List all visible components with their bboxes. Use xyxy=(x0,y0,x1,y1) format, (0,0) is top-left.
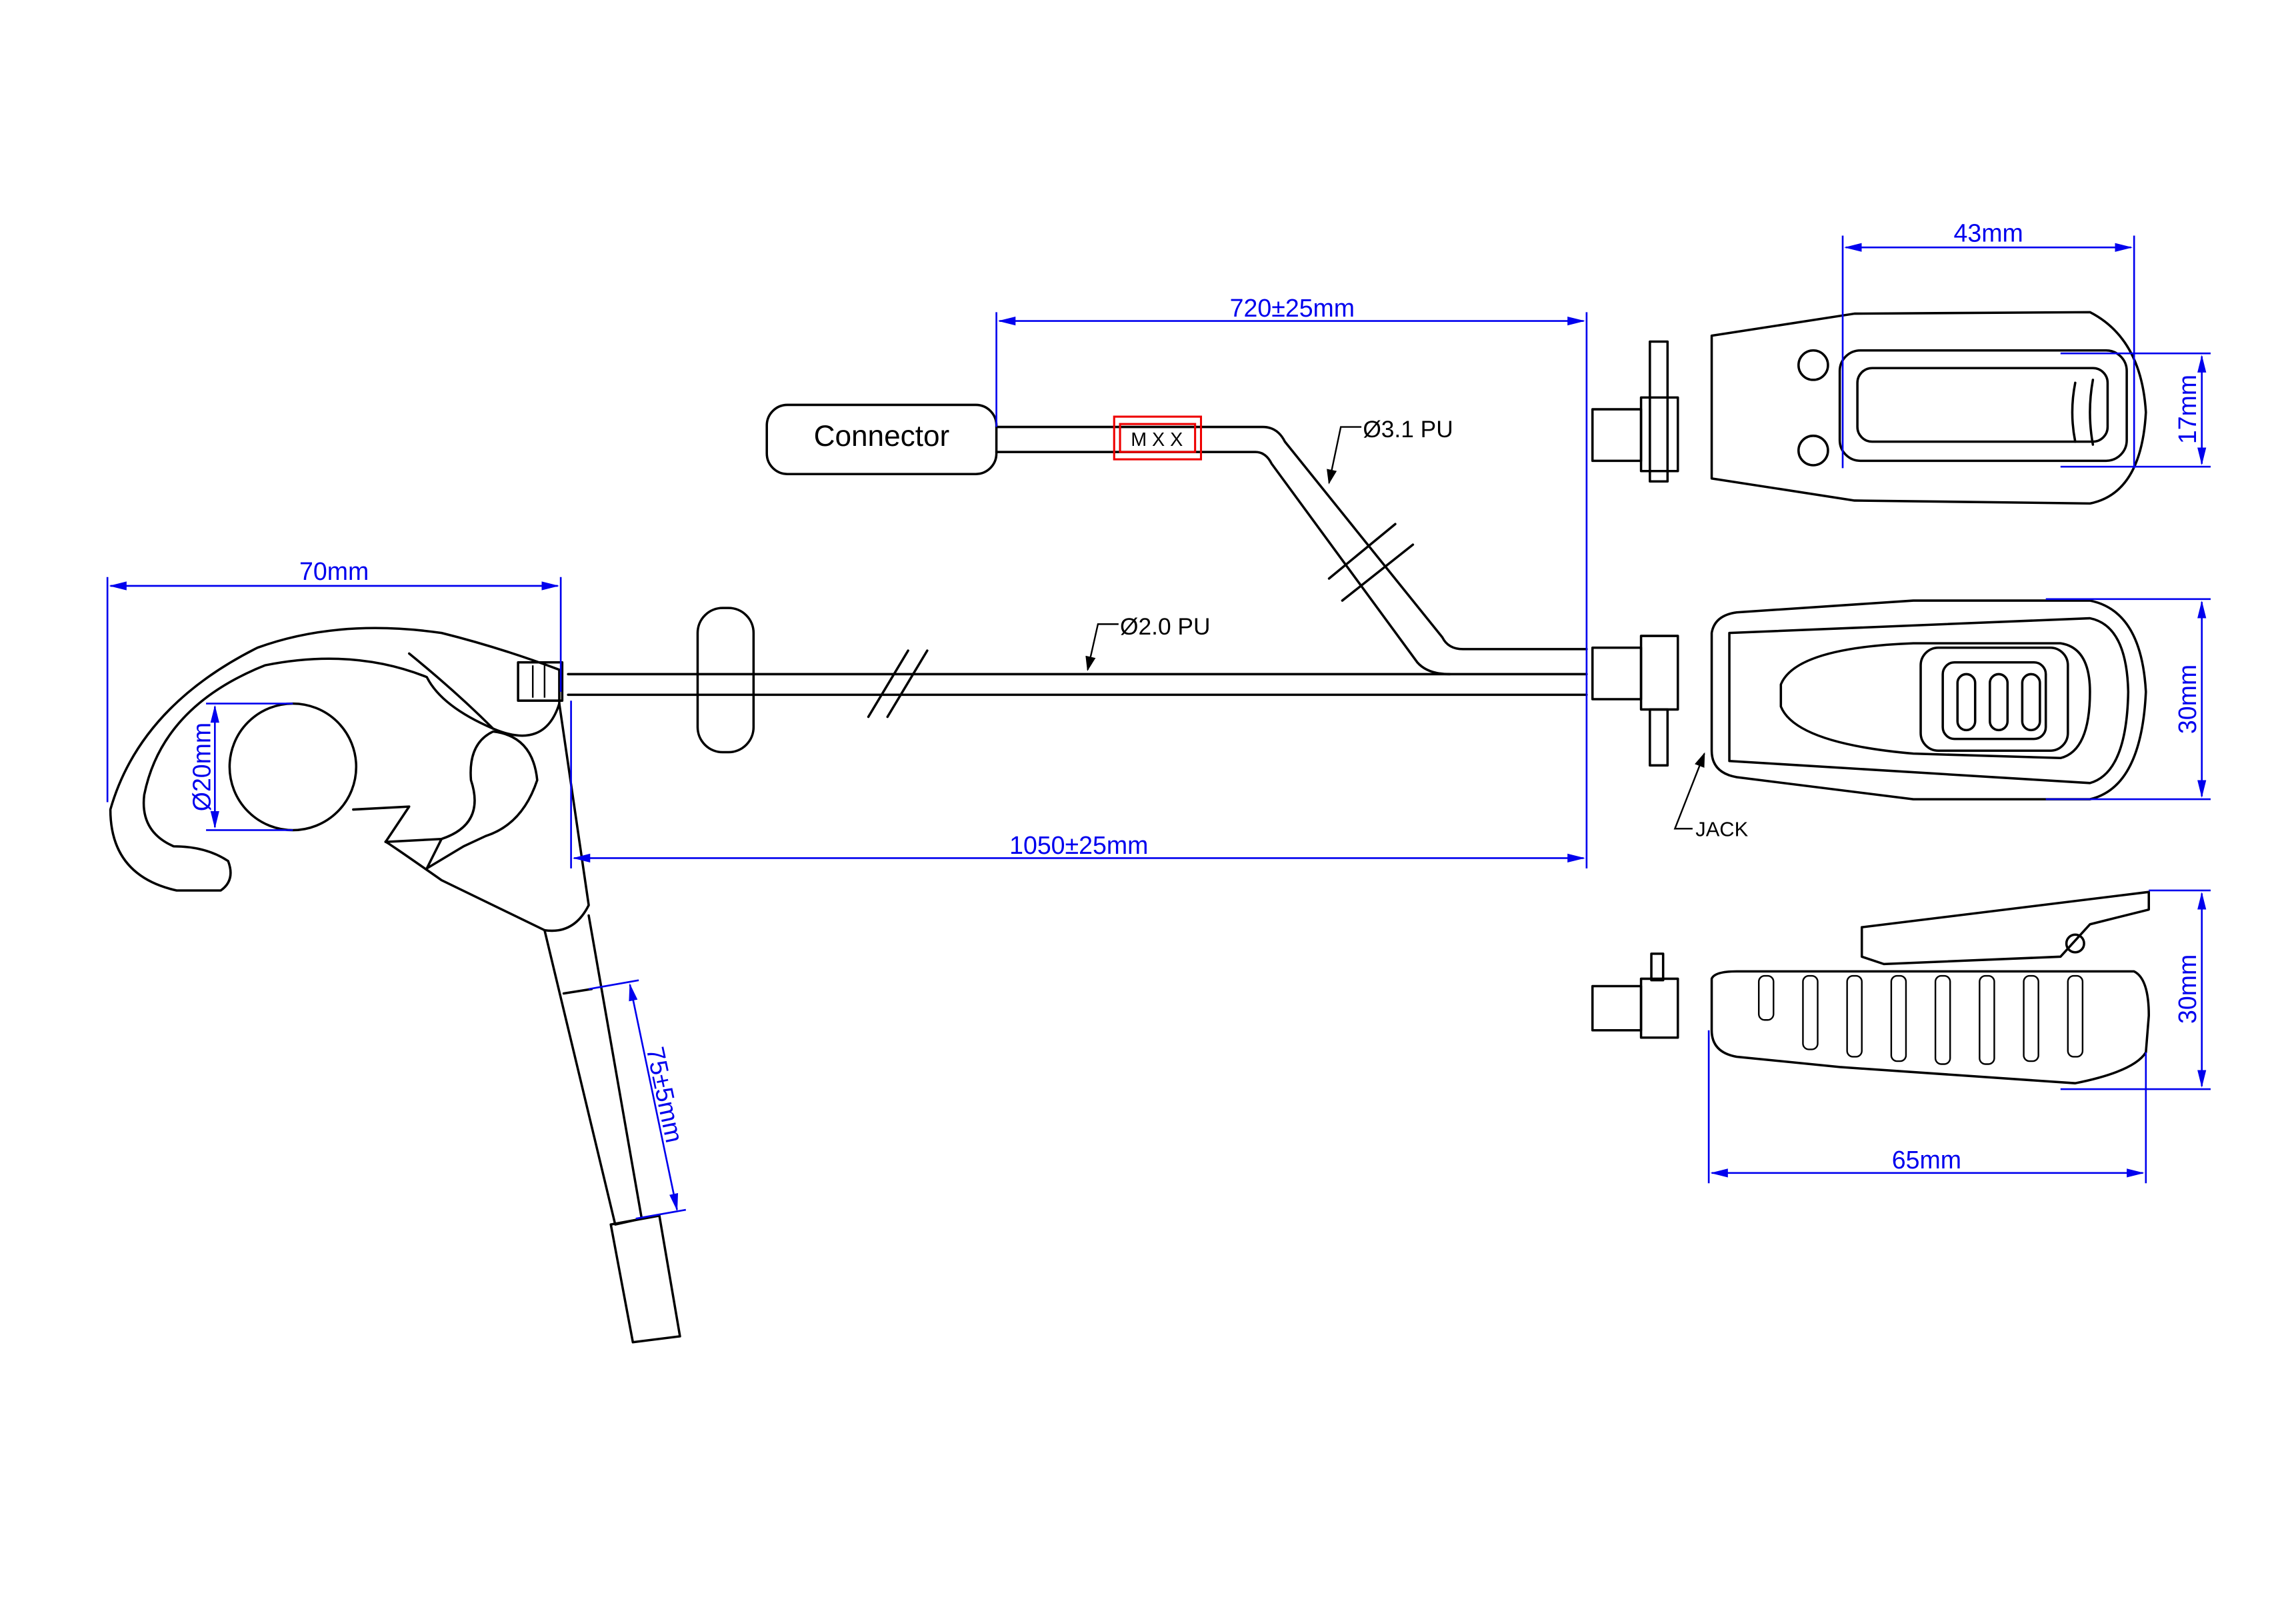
lower-cable-label: Ø2.0 PU xyxy=(1120,614,1210,640)
dim-lower-cable: 1050±25mm xyxy=(570,701,1585,868)
dim-front-height: 30mm xyxy=(2045,598,2211,800)
marker-tag: M X X xyxy=(1113,415,1203,461)
ptt-side-view xyxy=(1591,890,2150,1084)
dim-clip-height: 17mm xyxy=(2060,352,2211,468)
jack-callout: JACK xyxy=(1673,752,1749,840)
dim-earhook-label: 70mm xyxy=(299,557,369,585)
dim-clip-width: 43mm xyxy=(1841,219,2135,469)
dim-ptt-length: 65mm xyxy=(1707,1030,2147,1184)
upper-cable xyxy=(995,425,1588,676)
connector-label: Connector xyxy=(814,420,950,453)
dim-clip-height-label: 17mm xyxy=(2173,375,2201,444)
boom-mic xyxy=(543,914,681,1344)
lower-cable xyxy=(567,607,1588,754)
ptt-front-view xyxy=(1591,599,2147,800)
dim-boom-label: 75±5mm xyxy=(641,1044,689,1145)
jack-label: JACK xyxy=(1695,817,1748,840)
dim-lower-cable-label: 1050±25mm xyxy=(1009,831,1148,859)
dim-boom: 75±5mm xyxy=(588,979,689,1220)
upper-cable-callout: Ø3.1 PU xyxy=(1327,417,1453,485)
side-ribs xyxy=(1757,974,2084,1065)
dim-earhook: 70mm xyxy=(106,557,562,802)
dim-side-height: 30mm xyxy=(2060,889,2211,1090)
dim-clip-width-label: 43mm xyxy=(1953,219,2023,247)
ptt-top-view xyxy=(1591,311,2147,505)
dim-earpiece: Ø20mm xyxy=(188,703,293,831)
earhook xyxy=(109,627,590,932)
dim-side-height-label: 30mm xyxy=(2173,954,2201,1024)
dim-earpiece-label: Ø20mm xyxy=(188,723,216,811)
connector-block: Connector xyxy=(765,403,998,475)
dim-front-height-label: 30mm xyxy=(2173,665,2201,734)
upper-cable-label: Ø3.1 PU xyxy=(1363,417,1453,443)
lower-cable-callout: Ø2.0 PU xyxy=(1085,614,1210,671)
dim-ptt-length-label: 65mm xyxy=(1892,1146,1961,1174)
marker-label: M X X xyxy=(1131,429,1183,451)
dim-upper-cable: 720±25mm xyxy=(995,294,1588,868)
dim-upper-cable-label: 720±25mm xyxy=(1230,294,1355,322)
